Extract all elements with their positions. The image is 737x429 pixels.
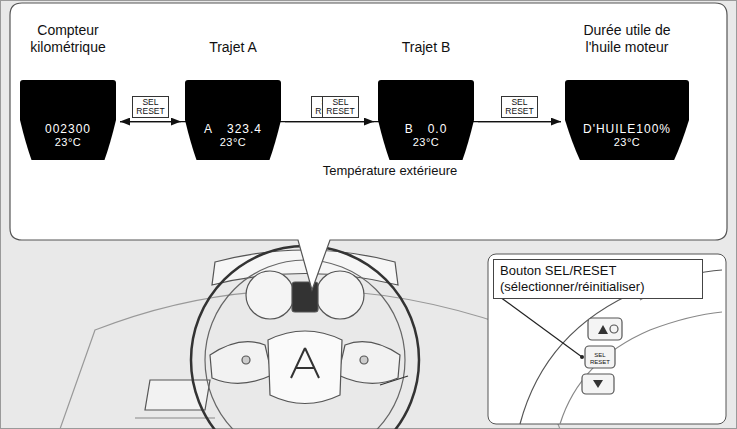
button: [242, 356, 250, 364]
callout-box: Bouton SEL/RESET (sélectionner/réinitial…: [493, 259, 703, 299]
display-readout: A 323.423°C: [185, 122, 281, 149]
cluster-display: [292, 282, 318, 312]
display-screen: Compteur kilométrique00230023°C: [20, 80, 116, 160]
readout-value: 323.4: [227, 122, 262, 136]
down-button: [582, 374, 614, 394]
button: [360, 356, 368, 364]
leader-line: [380, 376, 408, 385]
callout-panel: [10, 3, 727, 290]
right-spoke: [338, 342, 400, 384]
button-label-box: SEL RESET: [132, 96, 168, 118]
info-button: [588, 318, 622, 340]
down-arrow-symbol: [593, 380, 603, 388]
readout-row: 002300: [20, 122, 116, 136]
temperature-value: 23°C: [20, 136, 116, 149]
screen-shape: [565, 80, 689, 160]
up-arrow-symbol: [598, 325, 608, 334]
screen-heading: Compteur kilométrique: [13, 22, 123, 56]
readout-row: D'HUILE100%: [565, 122, 689, 136]
button-label-box: SEL RESET: [501, 96, 537, 118]
readout-row: A 323.4: [185, 122, 281, 136]
callout-text: Bouton SEL/RESET (sélectionner/réinitial…: [500, 263, 696, 295]
leader-line: [500, 297, 582, 357]
button-label: SEL RESET: [590, 352, 610, 365]
screen-heading: Trajet B: [376, 39, 476, 56]
left-spoke: [210, 342, 272, 384]
gauge: [316, 271, 364, 319]
screen-shape: [20, 80, 116, 160]
readout-value: 002300: [45, 122, 91, 136]
display-readout: 00230023°C: [20, 122, 116, 149]
readout-value: A: [204, 122, 213, 136]
readout-row: B 0.0: [378, 122, 474, 136]
caption-label: Température extérieure: [323, 164, 457, 178]
display-readout: B 0.023°C: [378, 122, 474, 149]
info-symbol: [610, 325, 618, 333]
console-line: [135, 417, 215, 418]
screen-shape: [378, 80, 474, 160]
temperature-value: 23°C: [378, 136, 474, 149]
screen-shape: [185, 80, 281, 160]
screen-heading: Durée utile de l'huile moteur: [565, 22, 689, 56]
logo: [291, 348, 319, 378]
spoke-edge: [560, 312, 722, 424]
steering-rim: [191, 246, 419, 429]
gauge: [246, 271, 294, 319]
readout-value: B: [405, 122, 414, 136]
sel-reset-button: [585, 346, 615, 368]
display-screen: Trajet BB0.023°C: [378, 80, 474, 160]
display-screen: Trajet AA323.423°C: [185, 80, 281, 160]
display-readout: D'HUILE100%23°C: [565, 122, 689, 149]
leader-dot: [580, 355, 584, 359]
temperature-value: 23°C: [565, 136, 689, 149]
inset-box: [488, 254, 726, 424]
steering-rim-inner: [205, 260, 405, 429]
screen-heading: Trajet A: [183, 39, 283, 56]
hub: [268, 331, 342, 404]
readout-value: D'HUILE100%: [583, 122, 671, 136]
button-label-box: SEL RESET: [322, 96, 358, 118]
temperature-value: 23°C: [185, 136, 281, 149]
display-screen: Durée utile de l'huile moteurD'HUILE100%…: [565, 80, 689, 160]
readout-value: 0.0: [428, 122, 448, 136]
